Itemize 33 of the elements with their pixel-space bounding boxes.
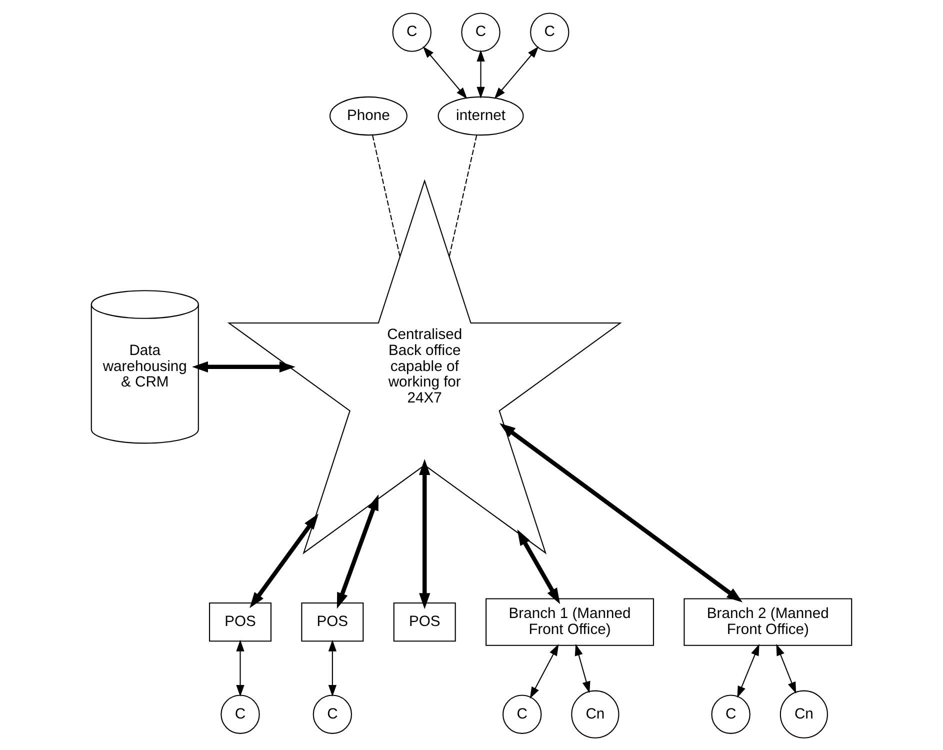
arrow xyxy=(776,643,796,694)
node-circle: C xyxy=(312,694,352,734)
node-box: POS xyxy=(393,602,456,642)
arrow xyxy=(250,513,318,608)
arrow xyxy=(574,643,590,693)
arrow xyxy=(422,46,468,99)
node-ellipse: internet xyxy=(438,96,524,136)
arrow xyxy=(494,46,539,99)
node-circle: Cn xyxy=(780,690,828,738)
connector xyxy=(372,134,400,256)
node-ellipse: Phone xyxy=(329,96,408,136)
arrow xyxy=(737,643,760,698)
node-box: Branch 1 (Manned Front Office) xyxy=(486,598,654,646)
node-circle: C xyxy=(461,12,500,52)
node-box: Branch 2 (Manned Front Office) xyxy=(684,598,852,646)
node-box: POS xyxy=(301,602,364,642)
arrow xyxy=(517,528,560,604)
connector xyxy=(448,134,478,256)
node-circle: C xyxy=(530,12,570,52)
arrow xyxy=(530,644,559,698)
arrow xyxy=(500,422,743,602)
arrow xyxy=(192,360,296,372)
node-circle: C xyxy=(502,694,542,734)
arrow xyxy=(419,458,430,609)
arrow xyxy=(336,494,379,608)
arrow xyxy=(476,49,485,98)
node-circle: C xyxy=(392,12,432,52)
node-circle: C xyxy=(220,694,260,734)
node-box: POS xyxy=(209,602,272,642)
arrow xyxy=(328,639,337,696)
node-circle: Cn xyxy=(571,690,620,738)
arrow xyxy=(236,639,244,696)
node-circle: C xyxy=(711,694,750,734)
